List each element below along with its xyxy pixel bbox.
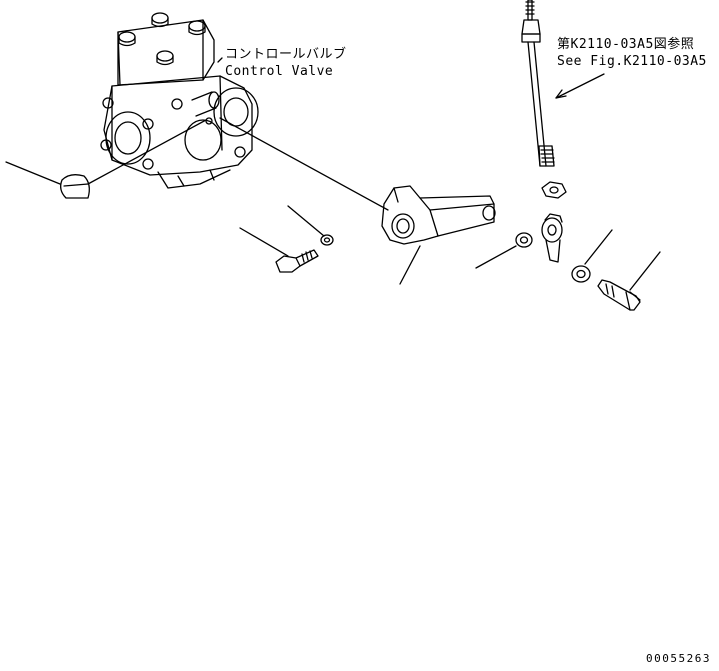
woodruff-key [61,175,90,198]
reference-label-en: See Fig.K2110-03A5 [557,54,707,69]
threaded-rod [522,0,554,166]
valve-top-bolt [157,51,173,65]
rod-reference-leader [556,74,604,98]
rod-reference-arrow [556,90,566,98]
shaft-assembly-line [220,118,388,210]
control-valve [101,13,258,188]
drawing-code: 00055263 [646,652,711,665]
bolt-left-leader [240,228,288,256]
rod-end-joint [542,214,562,262]
key-assembly-line [88,120,206,184]
valve-top-bolt [152,13,168,27]
washer-right [572,266,590,282]
control-valve-label-jp: コントロールバルブ [225,47,347,62]
hex-nut [542,182,566,198]
lever-leader-line [400,246,420,284]
valve-top-bolt [119,32,135,46]
valve-round-cover [214,88,258,136]
bolt-right-leader [630,252,660,290]
valve-round-cover [106,112,150,164]
washer-left [321,235,333,245]
valve-shaft [192,92,219,124]
valve-top-bolt [189,21,205,35]
control-valve-label-en: Control Valve [225,64,334,79]
bolt-left [276,250,318,272]
washer-left-leader [288,206,324,236]
bolt-right [598,280,640,310]
key-leader-line [6,162,60,184]
reference-label-jp: 第K2110-03A5図参照 [557,37,695,52]
spacer-leader [476,246,516,268]
control-valve-leader [218,58,222,62]
lever [382,186,495,244]
washer-right-leader [585,230,612,264]
spacer-collar [516,233,532,247]
